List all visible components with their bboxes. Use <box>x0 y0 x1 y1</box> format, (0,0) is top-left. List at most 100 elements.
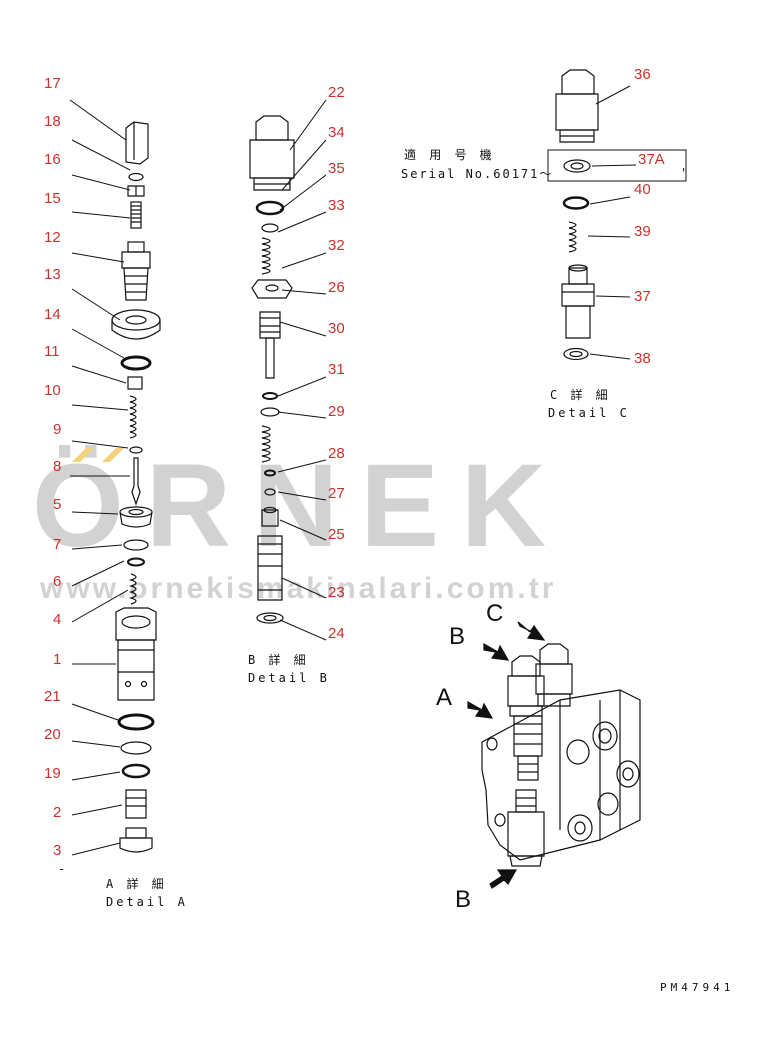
washer-part <box>256 612 284 624</box>
callout-20: 20 <box>44 726 61 743</box>
watermark-brand: ÖRNEK <box>32 440 569 572</box>
callout-16: 16 <box>44 151 61 168</box>
callout-40: 40 <box>634 181 651 198</box>
callout-24: 24 <box>328 625 345 642</box>
callout-33: 33 <box>328 197 345 214</box>
o-ring-part <box>127 557 145 567</box>
spring-part <box>129 395 137 439</box>
spring-part <box>128 573 137 605</box>
callout-23: 23 <box>328 584 345 601</box>
detail-c-caption-jp: C 詳 細 <box>550 388 611 402</box>
spacer-part <box>563 159 591 173</box>
spring-part <box>261 237 271 275</box>
detail-b-caption-jp: B 詳 細 <box>248 653 309 667</box>
plug-part <box>121 241 151 301</box>
callout-25: 25 <box>328 526 345 543</box>
detail-a-dash: - <box>58 862 69 876</box>
cap-part <box>249 115 295 191</box>
callout-37a: 37A <box>638 151 665 168</box>
callout-36: 36 <box>634 66 651 83</box>
ring-part <box>123 539 149 551</box>
o-ring-part <box>117 713 155 731</box>
callout-7: 7 <box>53 536 62 553</box>
detail-c-caption-en: Detail C <box>548 406 630 420</box>
detail-a-caption-en: Detail A <box>106 895 188 909</box>
callout-38: 38 <box>634 350 651 367</box>
washer-part <box>129 446 143 454</box>
spacer-part <box>127 376 143 390</box>
o-ring-part <box>264 469 276 477</box>
flange-part <box>251 279 293 299</box>
arrow-icon <box>467 700 494 719</box>
detail-a-caption-jp: A 詳 細 <box>106 877 167 891</box>
detail-b-leaders <box>277 99 327 641</box>
assembly-label-a: A <box>436 684 453 711</box>
backup-ring-part <box>120 741 152 755</box>
callout-29: 29 <box>328 403 345 420</box>
callout-34: 34 <box>328 124 345 141</box>
drawing-code: PM47941 <box>660 981 735 994</box>
detail-c-leaders <box>587 85 637 360</box>
end-plug-part <box>119 827 153 853</box>
o-ring-part <box>255 200 285 216</box>
callout-35: 35 <box>328 160 345 177</box>
o-ring-part <box>120 355 152 371</box>
serial-frame <box>547 149 687 182</box>
lock-nut-part <box>111 309 161 340</box>
callout-1: 1 <box>53 651 62 668</box>
detail-c-parts <box>547 69 687 361</box>
cap-nut-part <box>125 121 149 165</box>
callout-37: 37 <box>634 288 651 305</box>
callout-15: 15 <box>44 190 61 207</box>
watermark-url: www.ornekismakinalari.com.tr <box>40 572 557 605</box>
spring-seat-part <box>261 223 279 233</box>
arrow-icon <box>517 621 546 641</box>
callout-26: 26 <box>328 279 345 296</box>
callout-19: 19 <box>44 765 61 782</box>
detail-a-leaders <box>69 99 131 856</box>
arrow-icon <box>483 642 510 661</box>
callout-6: 6 <box>53 573 62 590</box>
callout-11: 11 <box>44 343 60 360</box>
callout-10: 10 <box>44 382 61 399</box>
needle-part <box>131 457 141 506</box>
o-ring-part <box>121 763 151 779</box>
callout-31: 31 <box>328 361 345 378</box>
arrow-icon <box>489 869 518 889</box>
callout-30: 30 <box>328 320 345 337</box>
detail-b-parts <box>249 115 295 624</box>
callout-21: 21 <box>44 688 61 705</box>
piston-part <box>261 506 279 527</box>
callout-13: 13 <box>44 266 61 283</box>
sleeve-part <box>257 535 283 601</box>
assembly-label-b-top: B <box>449 623 466 650</box>
callout-8: 8 <box>53 458 62 475</box>
serial-applicability-en: Serial No.60171～ <box>401 167 554 181</box>
assembly-label-c: C <box>486 600 504 627</box>
nut-part <box>127 185 145 197</box>
o-ring-part <box>262 392 278 400</box>
callout-5: 5 <box>53 496 62 513</box>
o-ring-part <box>128 172 144 182</box>
seat-part <box>119 506 153 528</box>
valve-part <box>561 264 595 339</box>
callout-14: 14 <box>44 306 61 323</box>
valve-body-part <box>115 607 157 701</box>
watermark-umlaut-icon <box>72 448 124 462</box>
washer-part <box>563 347 589 361</box>
assembly-arrows <box>467 621 546 889</box>
callout-3: 3 <box>53 842 62 859</box>
washer-part <box>260 407 280 417</box>
cap-part <box>555 69 599 143</box>
callout-28: 28 <box>328 445 345 462</box>
control-valve-assembly <box>481 643 641 867</box>
callout-9: 9 <box>53 421 62 438</box>
callout-27: 27 <box>328 485 345 502</box>
serial-applicability-jp: 適 用 号 機 <box>404 148 495 162</box>
callout-22: 22 <box>328 84 345 101</box>
ball-seat-part <box>264 488 276 496</box>
piston-part <box>125 789 147 819</box>
screw-part <box>130 201 142 229</box>
